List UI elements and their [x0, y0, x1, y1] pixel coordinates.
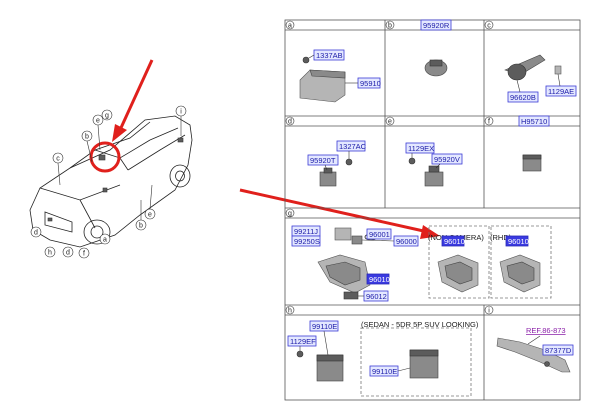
part-label-96001: 96001 [366, 228, 392, 240]
svg-text:99211J: 99211J [294, 227, 318, 236]
svg-text:95920T: 95920T [310, 156, 336, 165]
svg-text:96010: 96010 [508, 237, 529, 246]
part-label-96010-main: 96010 [366, 273, 390, 285]
part-label-99110E-inner: 99110E [369, 365, 399, 377]
part-label-1327AC: 1327AC [336, 140, 367, 152]
section-i: i REF.86-873 87377D [484, 305, 574, 373]
svg-text:95920V: 95920V [434, 155, 460, 164]
svg-text:e: e [388, 119, 392, 126]
note-sedan: (SEDAN - 5DR 5P SUV LOOKING) [361, 320, 479, 329]
part-label-1129EF: 1129EF [287, 335, 317, 347]
callout-car-b-bottom: b [135, 200, 147, 231]
part-label-87377D: 87377D [542, 344, 574, 356]
part-label-96000: 96000 [393, 235, 419, 247]
part-label-96010-rhd: 96010 [505, 235, 529, 247]
callout-car-a: a [99, 233, 111, 245]
callout-car-f: f [78, 247, 90, 259]
svg-text:96012: 96012 [366, 292, 387, 301]
svg-text:99110E: 99110E [372, 367, 397, 376]
svg-text:96620B: 96620B [510, 93, 536, 102]
svg-text:f: f [83, 251, 85, 258]
red-arrows [112, 59, 440, 239]
svg-text:g: g [288, 211, 292, 218]
section-e: e 1129EX 95920V [385, 116, 463, 187]
section-f: f H95710 [484, 115, 550, 172]
section-c: c 96620B 1129AE [484, 20, 577, 103]
svg-text:a: a [288, 23, 292, 30]
svg-text:i: i [488, 308, 490, 315]
callout-car-e-right: e [144, 184, 156, 220]
callout-car-g: g [101, 109, 113, 121]
section-h: h 99110E 1129EF (SEDAN - 5DR 5P SUV LOOK… [285, 305, 479, 397]
svg-text:96001: 96001 [369, 230, 390, 239]
part-label-H95710: H95710 [518, 115, 550, 127]
svg-text:1337AB: 1337AB [316, 51, 343, 60]
part-label-95920T: 95920T [307, 154, 339, 166]
svg-text:e: e [96, 118, 100, 125]
section-b: b 95920R [385, 19, 452, 77]
car-overview [29, 115, 193, 248]
svg-text:99250S: 99250S [294, 237, 320, 246]
svg-text:1129EX: 1129EX [408, 144, 434, 153]
callout-car-d-mid: d [62, 246, 74, 258]
svg-text:H95710: H95710 [521, 117, 547, 126]
svg-text:d: d [66, 250, 70, 257]
note-rhd: (RHD) [490, 233, 512, 242]
callout-car-e-top: e [92, 114, 104, 151]
svg-text:96010: 96010 [444, 237, 465, 246]
section-a: a 1337AB 95910 [285, 20, 381, 103]
part-label-96620B: 96620B [507, 91, 539, 103]
svg-text:95910: 95910 [360, 79, 381, 88]
part-label-96010-noncam: 96010 [441, 235, 465, 247]
svg-text:99110E: 99110E [312, 322, 337, 331]
section-d: d 1327AC 95920T [285, 116, 367, 187]
part-label-99110E-main: 99110E [309, 320, 339, 332]
svg-text:h: h [288, 308, 292, 315]
part-label-95910: 95910 [357, 77, 381, 89]
svg-text:1327AC: 1327AC [339, 142, 367, 151]
svg-text:b: b [388, 23, 392, 30]
part-label-95920V: 95920V [431, 153, 463, 165]
svg-text:i: i [180, 109, 182, 116]
svg-text:d: d [288, 119, 292, 126]
callout-car-d-left: d [30, 226, 42, 238]
svg-text:g: g [105, 113, 109, 120]
svg-text:95920R: 95920R [423, 21, 450, 30]
callout-car-b-top: b [81, 130, 93, 163]
section-g: g 99211J 99250S 96001 96000 96010 96012 … [285, 208, 552, 302]
svg-text:c: c [487, 23, 491, 30]
part-label-1337AB: 1337AB [313, 49, 345, 61]
part-label-99211J: 99211J [291, 225, 321, 237]
svg-text:87377D: 87377D [545, 346, 572, 355]
svg-text:e: e [148, 212, 152, 219]
part-label-96012: 96012 [363, 290, 389, 302]
svg-text:1129EF: 1129EF [290, 337, 316, 346]
part-label-1129EX: 1129EX [405, 142, 435, 154]
callout-car-i: i [175, 105, 187, 136]
part-label-1129AE: 1129AE [545, 85, 577, 97]
svg-text:1129AE: 1129AE [548, 87, 574, 96]
ref-86-873: REF.86-873 [526, 326, 566, 335]
svg-text:a: a [103, 237, 107, 244]
svg-text:96010: 96010 [369, 275, 390, 284]
svg-text:96000: 96000 [396, 237, 417, 246]
svg-text:f: f [488, 119, 490, 126]
callout-car-h: h [44, 246, 56, 258]
part-label-99250S: 99250S [291, 235, 321, 247]
svg-text:h: h [48, 250, 52, 257]
callout-car-c: c [52, 152, 64, 186]
svg-text:d: d [34, 230, 38, 237]
svg-text:b: b [139, 223, 143, 230]
car-callouts: e g b c i d h d f a b e [30, 105, 187, 259]
svg-text:b: b [85, 134, 89, 141]
part-label-95920R: 95920R [420, 19, 452, 31]
svg-text:c: c [56, 156, 60, 163]
